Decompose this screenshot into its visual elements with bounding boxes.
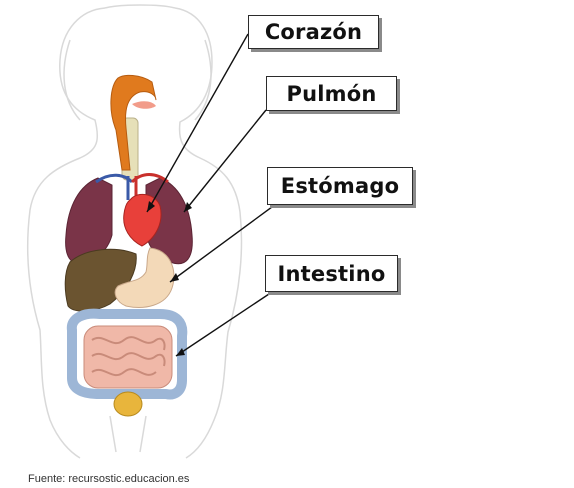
small-intestine (84, 326, 172, 388)
tongue (132, 101, 156, 109)
label-stomach: Estómago (267, 167, 413, 205)
label-lung: Pulmón (266, 76, 397, 111)
leader-line-heart (147, 34, 248, 212)
leader-line-intestine (176, 292, 272, 356)
label-heart: Corazón (248, 15, 379, 49)
label-intestine: Intestino (265, 255, 398, 292)
legs-outline (110, 416, 146, 452)
bladder (114, 392, 142, 416)
source-caption: Fuente: recursostic.educacion.es (28, 471, 189, 484)
